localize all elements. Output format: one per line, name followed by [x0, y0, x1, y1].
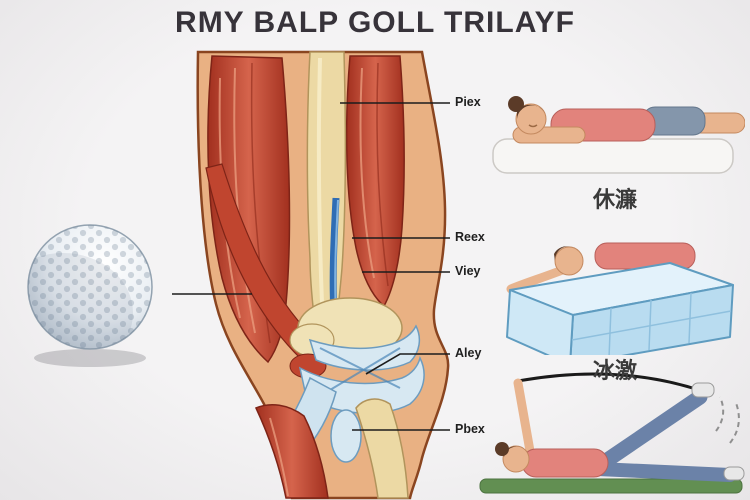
- draped-torso: [594, 242, 696, 270]
- exercise-head: [502, 445, 530, 473]
- anatomy-label-aley: Aley: [455, 346, 482, 360]
- exercise-illustration: [479, 372, 745, 494]
- tibia-bone: [355, 398, 409, 499]
- knee-anatomy-illustration: [196, 50, 450, 500]
- anatomy-label-piex: Piex: [455, 95, 481, 109]
- resistance-band: [517, 372, 703, 393]
- ice-block-side: [506, 289, 574, 355]
- exercise-torso: [521, 448, 609, 478]
- hair-bun: [508, 96, 524, 112]
- golf-ball-shadow: [34, 349, 146, 367]
- calf-muscle: [254, 403, 329, 499]
- draped-head: [554, 246, 584, 276]
- rest-illustration: [492, 96, 745, 174]
- anatomy-label-reex: Reex: [455, 230, 485, 244]
- anatomy-label-pbex: Pbex: [455, 422, 485, 436]
- femur-bone: [306, 51, 347, 317]
- bottom-leg: [591, 462, 737, 482]
- raised-leg: [592, 389, 708, 473]
- sneaker: [691, 382, 715, 398]
- golf-ball-illustration: [27, 224, 153, 367]
- lower-tendon: [330, 409, 362, 463]
- head: [515, 103, 547, 135]
- exercise-mat: [479, 478, 743, 494]
- pillow-mat: [492, 138, 734, 174]
- ice-pack-illustration: [506, 242, 734, 355]
- rest-caption: 休濂: [592, 188, 637, 213]
- ice-caption: 冰激: [592, 359, 637, 384]
- anatomy-label-viey: Viey: [455, 264, 481, 278]
- raised-arm: [513, 378, 535, 456]
- page-title: RMY BALP GOLL TRILAYF: [175, 6, 575, 39]
